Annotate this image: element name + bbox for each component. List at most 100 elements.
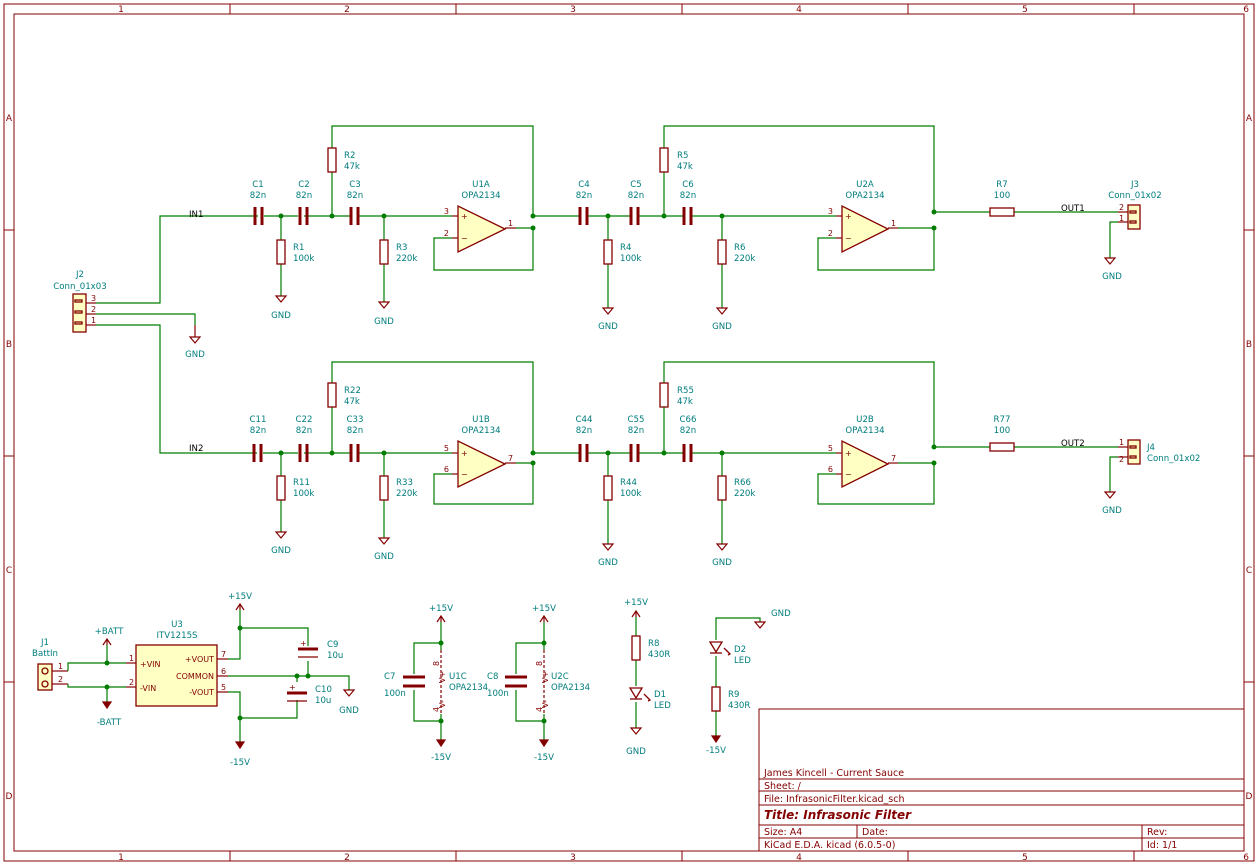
svg-text:+: + — [845, 212, 852, 221]
led-d1[interactable]: D1 LED — [628, 687, 671, 711]
j3-ref: J3 — [1130, 180, 1139, 190]
resistor-r1[interactable]: R1 100k — [276, 239, 314, 265]
r9-value: 430R — [728, 701, 750, 711]
j2-pin-2: 2 — [91, 305, 96, 314]
r66-gnd-label: GND — [712, 558, 732, 568]
j4-value: Conn_01x02 — [1147, 454, 1200, 464]
j2-pin-1: 1 — [91, 316, 96, 325]
d1-ref: D1 — [654, 690, 666, 700]
u1a-pin-2: 2 — [444, 229, 449, 238]
r22-value: 47k — [344, 397, 360, 407]
c22-ref: C22 — [296, 415, 313, 425]
r44-value: 100k — [620, 489, 641, 499]
r5-ref: R5 — [677, 151, 688, 161]
title-block-date: Date: — [862, 827, 888, 838]
c44-value: 82n — [576, 426, 592, 436]
r44-ref: R44 — [620, 478, 637, 488]
capacitor-c1[interactable]: C1 82n — [250, 180, 266, 225]
col-label-top-1: 1 — [118, 5, 124, 15]
u2b-pin-6: 6 — [828, 465, 833, 474]
c7-ref: C7 — [384, 672, 395, 682]
resistor-r4[interactable]: R4 100k — [603, 239, 641, 265]
resistor-r5[interactable]: R5 47k — [659, 147, 693, 173]
capacitor-c5[interactable]: C5 82n — [628, 180, 644, 225]
u2a-pin-1: 1 — [891, 219, 896, 228]
opamp-u1a[interactable]: +− 3 2 1 U1A OPA2134 — [444, 180, 516, 254]
resistor-r2[interactable]: R2 47k — [327, 147, 360, 173]
capacitor-c8[interactable]: C8 100n — [487, 672, 527, 699]
gnd-symbol-d1: GND — [626, 727, 646, 757]
net-label-out1: OUT1 — [1061, 204, 1085, 214]
resistor-r33[interactable]: R33 220k — [379, 475, 417, 501]
opamp-power-u2c[interactable]: 8 V+ 4 V- U2C OPA2134 — [535, 650, 590, 714]
opamp-u1b[interactable]: +− 5 6 7 U1B OPA2134 — [444, 415, 516, 489]
u2a-ref: U2A — [856, 180, 874, 190]
opamp-u2b[interactable]: +− 5 6 7 U2B OPA2134 — [828, 415, 898, 489]
u2b-value: OPA2134 — [845, 426, 884, 436]
r7-ref: R7 — [996, 180, 1007, 190]
connector-j2[interactable]: 3 2 1 J2 Conn_01x03 — [53, 270, 107, 333]
svg-text:+: + — [461, 212, 468, 221]
capacitor-c7[interactable]: C7 100n — [384, 672, 425, 699]
resistor-r3[interactable]: R3 220k — [379, 239, 417, 265]
u1a-ref: U1A — [472, 180, 490, 190]
j2-ref: J2 — [75, 270, 84, 280]
svg-text:−: − — [845, 234, 852, 243]
gnd-symbol-r3: GND — [374, 301, 394, 327]
capacitor-c66[interactable]: C66 82n — [680, 415, 697, 462]
resistor-r7[interactable]: R7 100 — [989, 180, 1015, 217]
opamp-u2a[interactable]: +− 3 2 1 U2A OPA2134 — [828, 180, 898, 254]
resistor-r66[interactable]: R66 220k — [717, 475, 755, 501]
connector-j1[interactable]: 1 2 J1 BattIn — [32, 638, 68, 691]
capacitor-c11[interactable]: C11 82n — [250, 415, 267, 462]
led-d2[interactable]: D2 LED — [708, 641, 751, 666]
capacitor-c22[interactable]: C22 82n — [296, 415, 313, 462]
resistor-r11[interactable]: R11 100k — [276, 475, 314, 501]
u2c-pin-4: 4 — [535, 707, 544, 712]
gnd-symbol-r11: GND — [271, 531, 291, 556]
r77-value: 100 — [994, 426, 1010, 436]
gnd-symbol-r4: GND — [598, 307, 618, 332]
capacitor-c2[interactable]: C2 82n — [296, 180, 312, 225]
capacitor-c44[interactable]: C44 82n — [576, 415, 593, 462]
opamp-power-u1c[interactable]: 8 V+ 4 V- U1C OPA2134 — [432, 650, 488, 714]
r9-m15-label: -15V — [706, 746, 726, 756]
svg-text:−: − — [845, 470, 852, 479]
col-label-bottom-2: 2 — [344, 853, 350, 863]
r1-value: 100k — [293, 254, 314, 264]
capacitor-c3[interactable]: C3 82n — [347, 180, 363, 225]
dcdc-output-wiring — [228, 610, 350, 742]
r66-value: 220k — [734, 489, 755, 499]
r8-value: 430R — [648, 650, 670, 660]
capacitor-c9[interactable]: + C9 10u — [298, 639, 343, 661]
c8-ref: C8 — [487, 672, 498, 682]
col-label-bottom-5: 5 — [1022, 853, 1028, 863]
svg-text:+: + — [845, 449, 852, 458]
capacitor-c33[interactable]: C33 82n — [347, 415, 364, 462]
connector-j4[interactable]: 1 2 J4 Conn_01x02 — [1118, 438, 1200, 465]
r22-ref: R22 — [344, 386, 361, 396]
u2c-m15-label: -15V — [534, 753, 554, 763]
resistor-r22[interactable]: R22 47k — [327, 382, 361, 408]
u2a-pin-3: 3 — [828, 207, 833, 216]
resistor-r8[interactable]: R8 430R — [631, 635, 670, 661]
svg-text:−: − — [461, 234, 468, 243]
title-block-sheet: Sheet: / — [764, 781, 802, 792]
resistor-r55[interactable]: R55 47k — [659, 382, 694, 408]
capacitor-c55[interactable]: C55 82n — [628, 415, 645, 462]
resistor-r44[interactable]: R44 100k — [603, 475, 641, 501]
title-block-size: Size: A4 — [764, 827, 802, 838]
title-block: James Kincell - Current Sauce Sheet: / F… — [758, 708, 1245, 852]
capacitor-c6[interactable]: C6 82n — [680, 180, 696, 225]
resistor-r9[interactable]: R9 430R — [711, 686, 750, 712]
capacitor-c10[interactable]: + C10 10u — [287, 683, 332, 706]
resistor-r77[interactable]: R77 100 — [989, 415, 1015, 452]
dcdc-u3[interactable]: +VIN -VIN +VOUT COMMON -VOUT 1 2 7 6 5 U… — [126, 620, 228, 707]
col-label-top-4: 4 — [796, 5, 802, 15]
r4-ref: R4 — [620, 243, 631, 253]
resistor-r6[interactable]: R6 220k — [717, 239, 755, 265]
connector-j3[interactable]: 2 1 J3 Conn_01x02 — [1108, 180, 1162, 230]
svg-text:−: − — [461, 470, 468, 479]
capacitor-c4[interactable]: C4 82n — [576, 180, 592, 225]
led-d2-wiring — [715, 617, 761, 736]
